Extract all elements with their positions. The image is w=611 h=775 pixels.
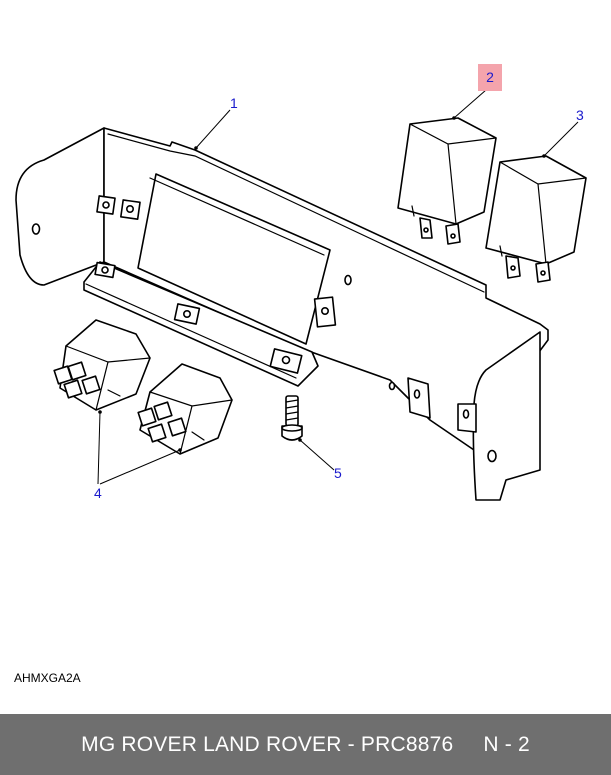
callout-label: 3 — [576, 107, 584, 123]
relay-unit-2 — [397, 117, 497, 245]
callout-3[interactable]: 3 — [576, 107, 584, 123]
captive-nut — [120, 199, 141, 220]
captive-nut — [313, 296, 337, 328]
drawing-code: AHMXGA2A — [14, 671, 81, 685]
relay-unit-3 — [485, 155, 587, 283]
captive-nut — [96, 195, 116, 215]
captive-nut — [173, 303, 201, 325]
captive-nut — [94, 261, 116, 279]
mounting-bracket — [15, 127, 549, 501]
footer-bar: MG ROVER LAND ROVER - PRC8876 N - 2 — [0, 714, 611, 775]
callout-1[interactable]: 1 — [230, 95, 238, 111]
relay-socket-b — [137, 363, 233, 455]
footer-caption: MG ROVER LAND ROVER - PRC8876 — [81, 732, 454, 756]
callout-label: 5 — [334, 465, 342, 481]
captive-nut — [269, 348, 303, 374]
bolt — [281, 395, 303, 441]
callout-label: 4 — [94, 485, 102, 501]
parts-diagram: 1 2 3 4 5 — [15, 64, 587, 501]
callout-4[interactable]: 4 — [94, 485, 102, 501]
callout-label: 2 — [486, 69, 494, 85]
callout-label: 1 — [230, 95, 238, 111]
callout-5[interactable]: 5 — [334, 465, 342, 481]
callout-highlight — [478, 64, 502, 91]
leader-lines — [97, 89, 579, 485]
callout-2[interactable]: 2 — [478, 64, 502, 91]
relay-socket-a — [53, 319, 151, 411]
footer-page: N - 2 — [483, 732, 530, 756]
